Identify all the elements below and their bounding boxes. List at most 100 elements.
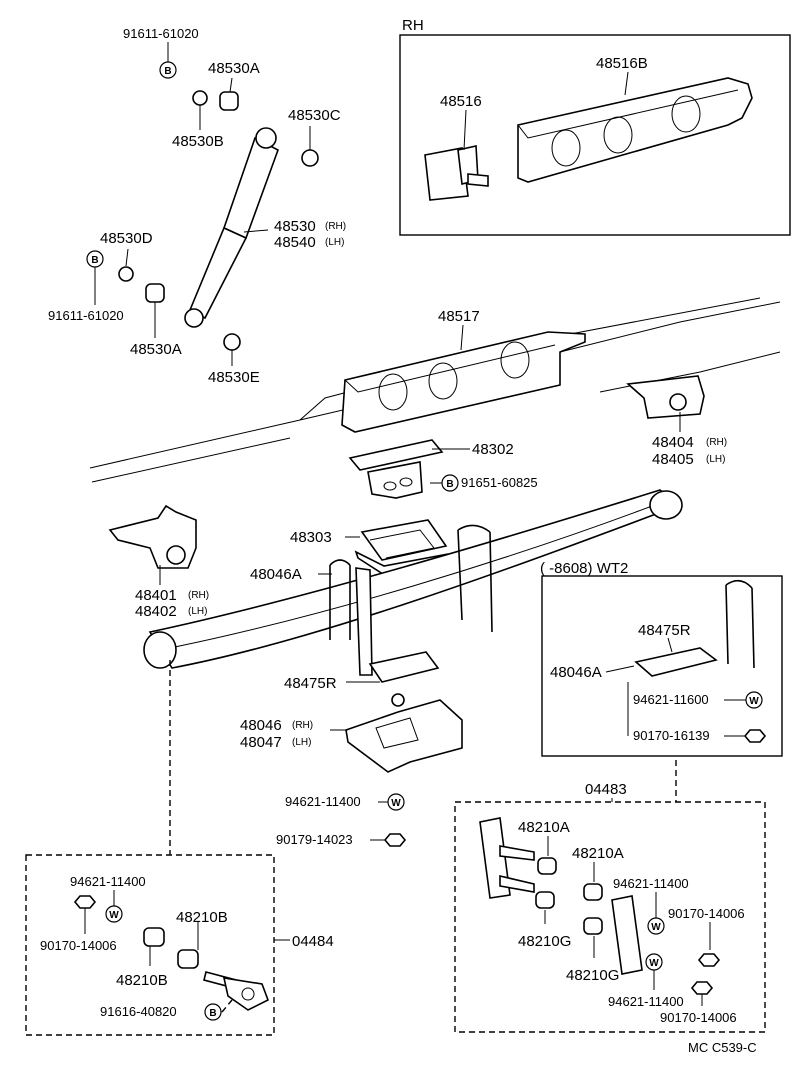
suffix-rh-48046: (RH) bbox=[292, 720, 313, 731]
label-48475R-box: 48475R bbox=[638, 622, 691, 639]
bushing-48210A-1-drawing bbox=[537, 857, 557, 875]
shackle-plate-outer-drawing bbox=[611, 895, 643, 975]
label-48210A-2: 48210A bbox=[572, 845, 624, 862]
nut-90170-14006-r1-drawing bbox=[697, 953, 721, 967]
label-48047: 48047 bbox=[240, 734, 282, 751]
leaf-spring-drawing bbox=[143, 489, 683, 669]
footer-code: MC C539-C bbox=[688, 1040, 757, 1055]
svg-text:W: W bbox=[651, 922, 661, 933]
washer-symbol-icon: W bbox=[745, 691, 763, 709]
hanger-48404-drawing bbox=[626, 375, 705, 419]
label-48210A-1: 48210A bbox=[518, 819, 570, 836]
rh-inset-label: RH bbox=[402, 17, 424, 34]
shackle-plate-drawing bbox=[479, 817, 535, 899]
label-48302: 48302 bbox=[472, 441, 514, 458]
shackle-pin-drawing bbox=[203, 971, 270, 1011]
suffix-lh-48540: (LH) bbox=[325, 237, 344, 248]
crossmember-48517-drawing bbox=[341, 331, 586, 433]
washer-symbol-icon: W bbox=[105, 905, 123, 923]
svg-text:W: W bbox=[391, 798, 401, 809]
label-48530E: 48530E bbox=[208, 369, 260, 386]
label-94621-11600: 94621-11600 bbox=[633, 692, 709, 707]
svg-text:B: B bbox=[91, 255, 98, 266]
label-90179: 90179-14023 bbox=[276, 832, 353, 847]
svg-text:B: B bbox=[164, 66, 171, 77]
washer-symbol-icon: W bbox=[645, 953, 663, 971]
label-48210G-1: 48210G bbox=[518, 933, 571, 950]
svg-text:W: W bbox=[749, 696, 759, 707]
label-91611-top: 91611-61020 bbox=[123, 26, 199, 41]
label-04484: 04484 bbox=[292, 933, 334, 950]
label-90170-14006-r2: 90170-14006 bbox=[660, 1010, 737, 1025]
label-48046: 48046 bbox=[240, 717, 282, 734]
label-04483: 04483 bbox=[585, 781, 627, 798]
svg-text:B: B bbox=[446, 479, 453, 490]
shock-absorber-drawing bbox=[184, 127, 279, 328]
label-48046A: 48046A bbox=[250, 566, 302, 583]
label-94621-11400-left: 94621-11400 bbox=[70, 874, 146, 889]
kit-04484-frame bbox=[25, 854, 275, 1036]
hanger-48401-drawing bbox=[108, 504, 197, 569]
washer-symbol-icon: W bbox=[647, 917, 665, 935]
nut-90179-drawing bbox=[383, 833, 407, 847]
label-48530D: 48530D bbox=[100, 230, 153, 247]
wt2-plate-48475R-drawing bbox=[634, 647, 718, 677]
label-48210G-2: 48210G bbox=[566, 967, 619, 984]
label-48405: 48405 bbox=[652, 451, 694, 468]
label-91616: 91616-40820 bbox=[100, 1004, 177, 1019]
suffix-lh-48402: (LH) bbox=[188, 606, 207, 617]
washer-48530E-drawing bbox=[223, 333, 241, 351]
label-48404: 48404 bbox=[652, 434, 694, 451]
bushing-48210B-1-drawing bbox=[143, 927, 165, 947]
bolt-symbol-icon: B bbox=[159, 61, 177, 79]
label-48530B: 48530B bbox=[172, 133, 224, 150]
bushing-48210A-2-drawing bbox=[583, 883, 603, 901]
rear-crossmember-48516B-drawing bbox=[517, 77, 753, 183]
label-48210B-1: 48210B bbox=[116, 972, 168, 989]
label-8608-wt2: ( -8608) WT2 bbox=[540, 560, 628, 577]
svg-text:W: W bbox=[649, 958, 659, 969]
suffix-rh-48530: (RH) bbox=[325, 221, 346, 232]
label-90170-14006-left: 90170-14006 bbox=[40, 938, 117, 953]
svg-text:W: W bbox=[109, 910, 119, 921]
bolt-symbol-icon: B bbox=[441, 474, 459, 492]
washer-48530B-drawing bbox=[192, 90, 208, 106]
washer-48530D-drawing bbox=[118, 266, 134, 282]
bushing-48530A-bottom-drawing bbox=[145, 283, 165, 303]
wt2-inset-frame bbox=[541, 575, 783, 757]
suffix-rh-48401: (RH) bbox=[188, 590, 209, 601]
label-94621-11400-r1: 94621-11400 bbox=[613, 876, 689, 891]
bolt-symbol-icon: B bbox=[204, 1003, 222, 1021]
stopper-48303-drawing bbox=[354, 519, 449, 577]
label-91611-mid: 91611-61020 bbox=[48, 308, 124, 323]
u-bolt-48046A-drawing bbox=[329, 524, 493, 676]
nut-90170-16139-drawing bbox=[743, 729, 767, 743]
bushing-48210G-2-drawing bbox=[583, 917, 603, 935]
label-48517: 48517 bbox=[438, 308, 480, 325]
label-48540: 48540 bbox=[274, 234, 316, 251]
label-94621-11400-r2: 94621-11400 bbox=[608, 994, 684, 1009]
suffix-lh-48047: (LH) bbox=[292, 737, 311, 748]
bracket-48302-drawing bbox=[348, 439, 444, 499]
washer-symbol-icon: W bbox=[387, 793, 405, 811]
bolt-symbol-icon: B bbox=[86, 250, 104, 268]
label-48046A-box: 48046A bbox=[550, 664, 602, 681]
svg-text:B: B bbox=[209, 1008, 216, 1019]
label-48530A-bottom: 48530A bbox=[130, 341, 182, 358]
label-48530: 48530 bbox=[274, 218, 316, 235]
label-48516: 48516 bbox=[440, 93, 482, 110]
rh-inset-frame bbox=[399, 34, 791, 236]
label-48210B-2: 48210B bbox=[176, 909, 228, 926]
bushing-48210B-2-drawing bbox=[177, 949, 199, 969]
seat-48046-drawing bbox=[345, 693, 463, 773]
suffix-rh-48404: (RH) bbox=[706, 437, 727, 448]
bracket-48516-drawing bbox=[424, 145, 489, 201]
label-91651: 91651-60825 bbox=[461, 475, 538, 490]
bushing-48530A-top-drawing bbox=[219, 91, 239, 111]
label-90170-14006-r1: 90170-14006 bbox=[668, 906, 745, 921]
label-48516B: 48516B bbox=[596, 55, 648, 72]
label-48303: 48303 bbox=[290, 529, 332, 546]
label-90170-16139: 90170-16139 bbox=[633, 728, 710, 743]
label-48401: 48401 bbox=[135, 587, 177, 604]
